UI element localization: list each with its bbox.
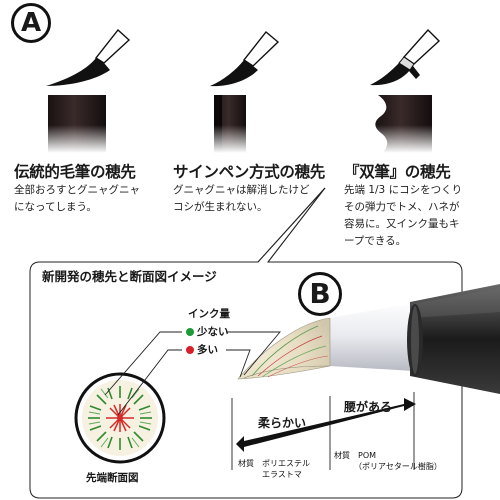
- soft-label: 柔らかい: [258, 416, 307, 430]
- cross-section-diagram: [74, 372, 166, 464]
- col1-desc: 全部おろすとグニャグニャ になってしまう。: [14, 184, 140, 213]
- traditional-stroke-block: [48, 95, 106, 153]
- pen-tip: [237, 317, 331, 380]
- sohitsu-brush-icon: [370, 28, 441, 86]
- ink-less-label: 少ない: [197, 326, 229, 338]
- col3-title: 『双筆』の穂先: [344, 163, 451, 181]
- ink-more-label: 多い: [197, 344, 218, 356]
- ink-more-dot: [186, 346, 194, 354]
- panel-title: 新開発の穂先と断面図イメージ: [42, 269, 217, 284]
- material-body-label: 材質 POM （ポリアセタール樹脂）: [334, 451, 442, 471]
- traditional-brush-icon: [46, 28, 131, 86]
- cross-section-label: 先端断面図: [86, 472, 139, 484]
- sohitsu-stroke-block: [370, 95, 436, 153]
- ink-amount-label: インク量: [188, 308, 230, 320]
- col2-desc: グニャグニャは解消したけど コシが生まれない。: [173, 184, 310, 213]
- ink-less-dot: [186, 328, 194, 336]
- section-a-badge: A: [11, 3, 51, 43]
- softness-arrow: [236, 398, 416, 452]
- leader-lines: [104, 331, 281, 416]
- col3-desc: 先端 1/3 にコシをつくり その弾力でトメ、ハネが 容易に。又インク量もキ ー…: [344, 184, 463, 247]
- col2-title: サインペン方式の穂先: [173, 163, 326, 181]
- pen-body: [330, 284, 500, 394]
- col1-title: 伝統的毛筆の穂先: [14, 163, 136, 181]
- firm-label: 腰がある: [344, 400, 393, 414]
- signpen-stroke-block: [212, 95, 248, 153]
- section-b-badge: B: [298, 272, 342, 316]
- signpen-brush-icon: [210, 31, 280, 87]
- material-tip-label: 材質 ポリエステル エラストマ: [238, 459, 310, 479]
